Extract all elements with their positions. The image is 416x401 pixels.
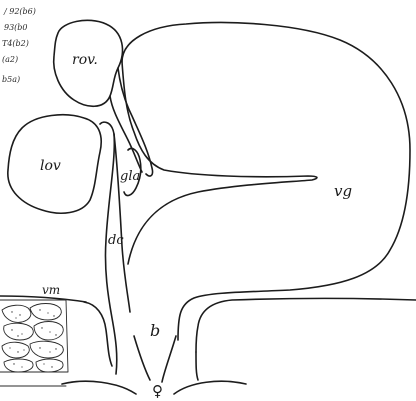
vestibule-right — [196, 352, 198, 380]
margin-note-3: T4(b2) — [2, 39, 29, 48]
label-vm: vm — [42, 283, 60, 297]
label-vg: vg — [334, 182, 352, 200]
label-b: b — [150, 321, 160, 340]
label-lov: lov — [40, 158, 61, 174]
vagina-lower-fold — [196, 299, 416, 353]
genital-lip-right — [174, 381, 246, 394]
lov-duct-right — [114, 134, 130, 312]
label-rov: rov. — [72, 52, 98, 68]
label-dc: dc — [108, 233, 124, 248]
margin-note-1: / 92(b6) — [3, 7, 36, 16]
vestibule-center-right — [162, 336, 176, 382]
vestibule-left — [84, 302, 112, 366]
vestibule-center-left — [134, 336, 150, 380]
margin-note-2: 93(b0 — [4, 23, 28, 32]
genital-lip-left — [62, 381, 136, 394]
margin-note-5: b5a) — [2, 75, 20, 84]
label-female-symbol: ♀ — [152, 382, 163, 400]
label-gla: gla — [120, 169, 140, 184]
vagina-sac-outline — [122, 23, 410, 340]
epithelial-tissue — [0, 300, 68, 386]
margin-note-4: (a2) — [2, 55, 18, 64]
lov-duct-left — [100, 122, 117, 374]
margin-notes: / 92(b6) 93(b0 T4(b2) (a2) b5a) — [2, 7, 36, 84]
